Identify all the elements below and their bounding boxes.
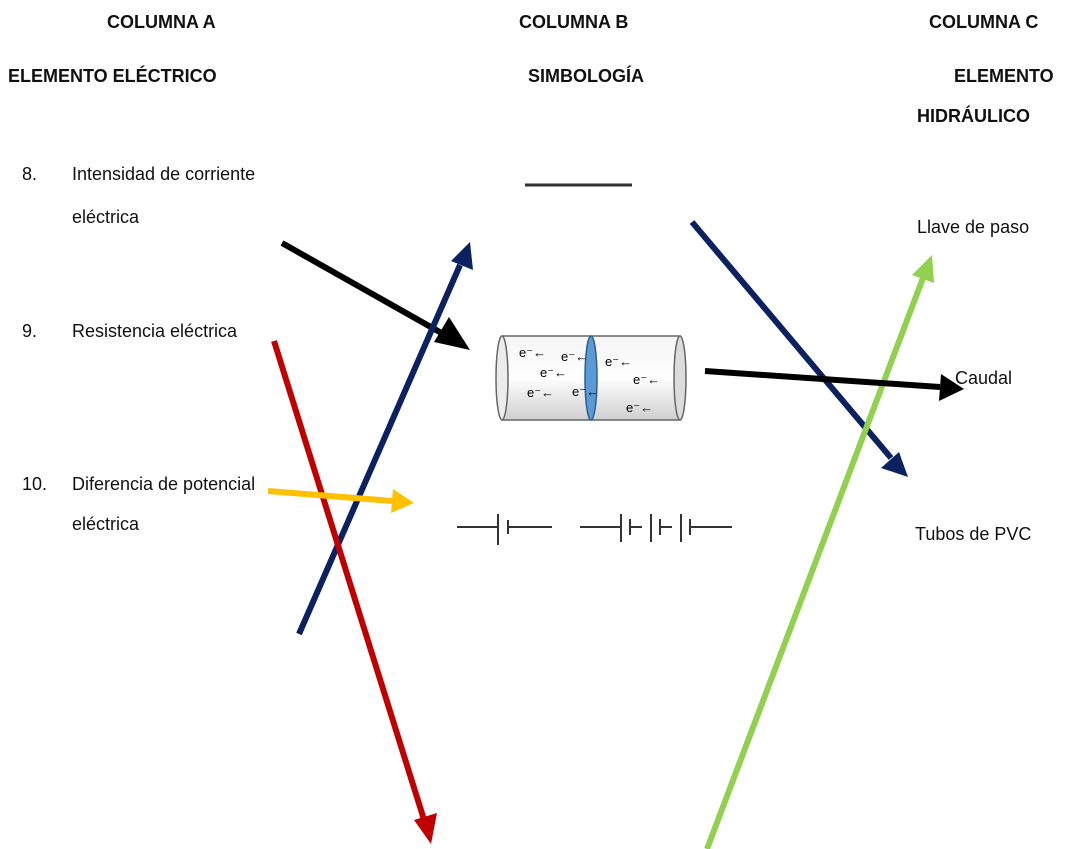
column-a-subtitle: ELEMENTO ELÉCTRICO: [8, 66, 217, 86]
item-10-label-line1: Diferencia de potencial: [72, 474, 256, 494]
cross-section-disc: [584, 335, 598, 421]
arrow-navy-right: [689, 220, 908, 477]
column-c-subtitle-1: ELEMENTO: [954, 66, 1054, 86]
item-8-label-line2: eléctrica: [72, 207, 140, 227]
item-10-label-line2: eléctrica: [72, 514, 140, 534]
electron-label: e⁻←: [540, 365, 567, 380]
symbol-battery-multi: [580, 514, 732, 542]
arrow-navy-left: [296, 242, 473, 636]
symbol-battery-single: [457, 514, 552, 545]
electron-label: e⁻←: [626, 400, 653, 415]
item-8-label-line1: Intensidad de corriente: [72, 164, 256, 184]
column-a-title: COLUMNA A: [107, 12, 216, 32]
electron-label: e⁻←: [527, 385, 554, 400]
arrow-black-left: [280, 240, 470, 350]
column-c-title: COLUMNA C: [929, 12, 1039, 32]
electron-label: e⁻←: [519, 345, 546, 360]
item-caudal: Caudal: [955, 368, 1013, 388]
item-10-number: 10.: [22, 474, 48, 494]
column-b-subtitle: SIMBOLOGÍA: [528, 66, 644, 86]
arrow-red: [271, 340, 437, 844]
column-c-subtitle-2: HIDRÁULICO: [917, 106, 1030, 126]
item-llave-de-paso: Llave de paso: [917, 217, 1030, 237]
arrow-green: [704, 255, 934, 849]
electron-label: e⁻←: [561, 349, 588, 364]
electron-label: e⁻←: [605, 354, 632, 369]
column-b-title: COLUMNA B: [519, 12, 629, 32]
electron-label: e⁻←: [633, 372, 660, 387]
arrow-yellow: [267, 488, 414, 513]
item-9-number: 9.: [22, 321, 38, 341]
item-8-number: 8.: [22, 164, 38, 184]
item-tubos-pvc: Tubos de PVC: [915, 524, 1032, 544]
electron-label: e⁻←: [572, 384, 599, 399]
symbol-conductor-cylinder: e⁻← e⁻← e⁻← e⁻← e⁻← e⁻← e⁻← e⁻←: [495, 335, 687, 421]
item-9-label-line1: Resistencia eléctrica: [72, 321, 238, 341]
arrow-black-right: [704, 368, 964, 401]
